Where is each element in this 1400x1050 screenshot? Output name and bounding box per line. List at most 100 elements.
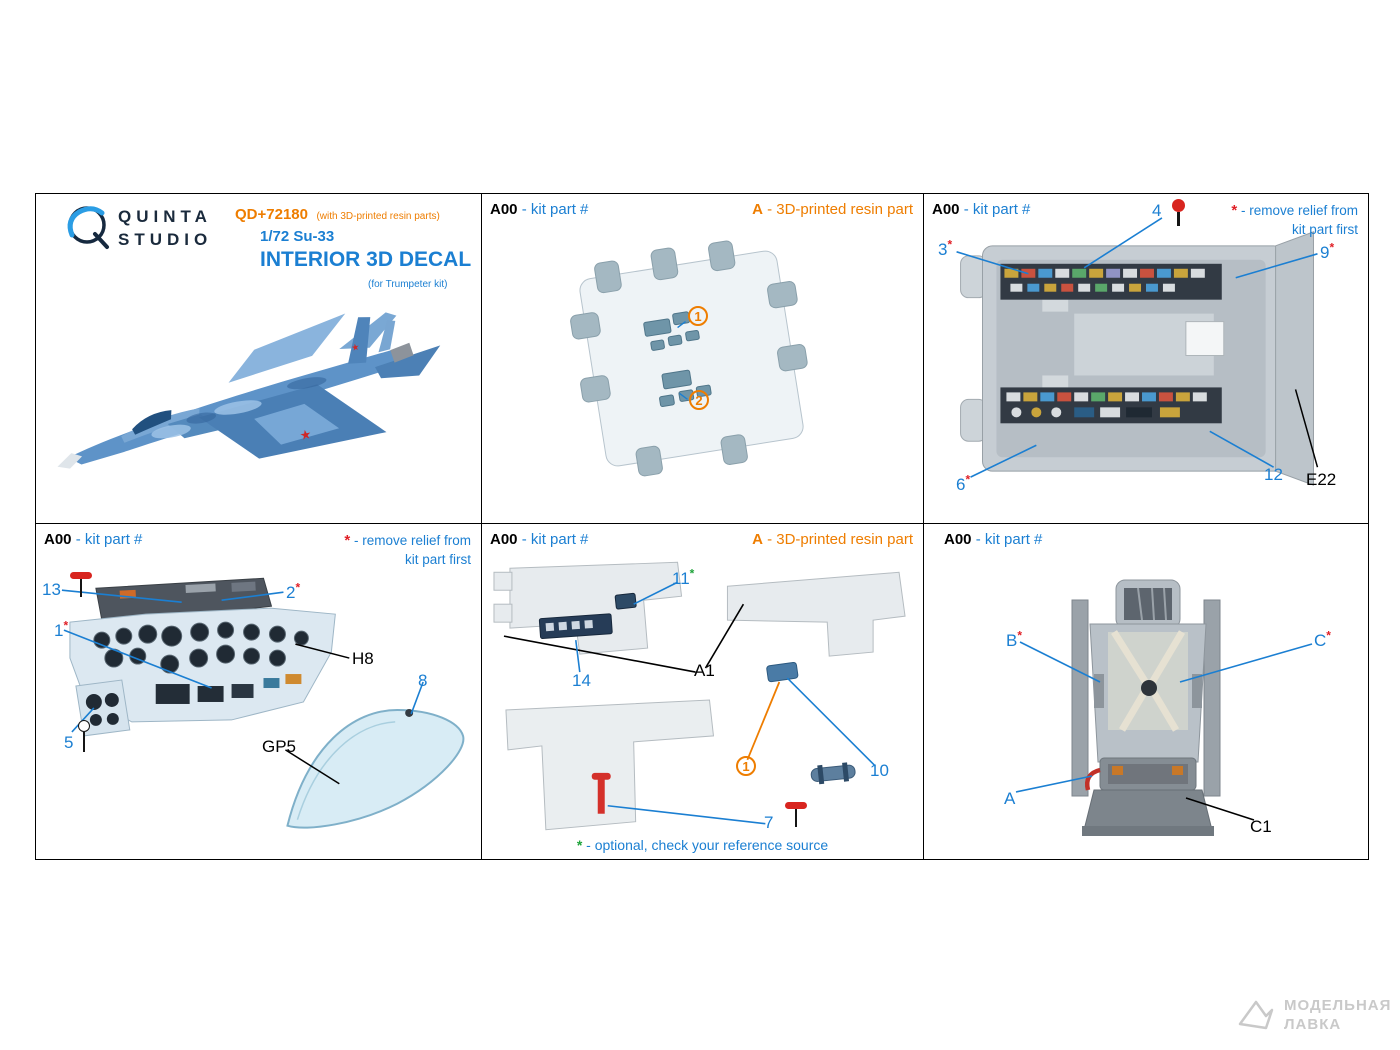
red-t-head bbox=[70, 572, 92, 579]
callout-1: 1 bbox=[688, 306, 708, 326]
remove-note-line1: * - remove relief from bbox=[344, 531, 471, 551]
svg-text:★: ★ bbox=[350, 342, 360, 353]
panel-grid: QUINTA STUDIO QD+72180 (with 3D-printed … bbox=[35, 193, 1369, 860]
kit-note: (for Trumpeter kit) bbox=[368, 279, 448, 290]
pin-stick bbox=[79, 579, 83, 597]
red-t-head bbox=[785, 802, 807, 809]
panel-decal-sprue: A00 - kit part # A - 3D-printed resin pa… bbox=[482, 194, 924, 524]
kit-part-text: - kit part # bbox=[521, 201, 589, 218]
callout-1-label: 1 bbox=[742, 758, 750, 774]
kit-part-legend: A00 - kit part # bbox=[490, 201, 588, 218]
kit-part-text: - kit part # bbox=[75, 531, 143, 548]
panel-ejection-seat: A00 - kit part # bbox=[924, 524, 1368, 859]
instrument-panel-drawing bbox=[61, 577, 465, 829]
callout-10: 10 bbox=[870, 762, 889, 779]
callout-9-star: * bbox=[1329, 240, 1335, 255]
resin-text: - 3D-printed resin part bbox=[767, 531, 913, 548]
callout-9: 9* bbox=[1320, 241, 1334, 261]
kit-part-code: A00 bbox=[944, 531, 972, 548]
callout-1-label: 1 bbox=[54, 621, 64, 640]
optional-note: * - optional, check your reference sourc… bbox=[482, 837, 923, 853]
resin-code: A bbox=[752, 531, 763, 548]
callout-c-star: * bbox=[1326, 628, 1331, 643]
white-ball-pin-icon bbox=[78, 720, 90, 752]
callout-13: 13 bbox=[42, 581, 61, 598]
panel-title-block: QUINTA STUDIO QD+72180 (with 3D-printed … bbox=[36, 194, 482, 524]
detail-parts-drawing bbox=[493, 561, 906, 831]
red-t-handle-icon bbox=[70, 572, 92, 597]
kit-part-legend: A00 - kit part # bbox=[932, 201, 1030, 218]
watermark-text: МОДЕЛЬНАЯ ЛАВКА bbox=[1284, 997, 1391, 1035]
callout-6-label: 6 bbox=[956, 475, 966, 494]
callout-c: C* bbox=[1314, 629, 1331, 650]
kit-ref-e22: E22 bbox=[1306, 470, 1337, 489]
white-ball-head bbox=[78, 720, 90, 732]
callout-10-label: 10 bbox=[870, 761, 889, 780]
decal-sprue-drawing bbox=[570, 240, 808, 477]
brand-name-top: QUINTA bbox=[118, 207, 212, 226]
callout-a-label: A bbox=[1004, 789, 1016, 808]
remove-note-star: * bbox=[1231, 202, 1238, 219]
kit-ref-c1: C1 bbox=[1250, 817, 1272, 836]
callout-2: 2* bbox=[286, 581, 300, 602]
red-t-handle-icon bbox=[785, 802, 807, 827]
callout-b-label: B bbox=[1006, 631, 1018, 650]
remove-note-text2: kit part first bbox=[404, 551, 471, 567]
callout-c-label: C bbox=[1314, 631, 1327, 650]
product-code: QD+72180 bbox=[235, 206, 308, 223]
product-note: (with 3D-printed resin parts) bbox=[316, 211, 440, 222]
callout-11-label: 11 bbox=[672, 569, 690, 588]
kit-part-code: A00 bbox=[932, 201, 960, 218]
remove-note-text2: kit part first bbox=[1291, 221, 1358, 237]
panel-instrument-panel: A00 - kit part # * - remove relief from … bbox=[36, 524, 482, 859]
su33-aircraft-photo: ★ ★ bbox=[57, 312, 441, 469]
callout-7: 7 bbox=[764, 814, 773, 831]
callout-3-star: * bbox=[947, 237, 953, 252]
remove-note-star: * bbox=[344, 532, 351, 549]
callout-2-star: * bbox=[295, 580, 301, 595]
watermark-line2: ЛАВКА bbox=[1284, 1016, 1342, 1033]
panel-cockpit-tub: A00 - kit part # 4 * - remove relief fro… bbox=[924, 194, 1368, 524]
callout-12: 12 bbox=[1264, 466, 1283, 483]
callout-11-star: * bbox=[689, 566, 695, 581]
callout-4-label: 4 bbox=[1152, 201, 1162, 220]
kit-part-text: - kit part # bbox=[521, 531, 589, 548]
remove-note-text1: - remove relief from bbox=[353, 533, 471, 548]
callout-6-star: * bbox=[965, 472, 971, 487]
kit-part-legend: A00 - kit part # bbox=[490, 531, 588, 548]
optional-note-star: * bbox=[576, 837, 583, 853]
kit-part-code: A00 bbox=[490, 531, 518, 548]
panel-detail-parts: A00 - kit part # A - 3D-printed resin pa… bbox=[482, 524, 924, 859]
callout-1: 1* bbox=[54, 619, 68, 640]
remove-relief-note: * - remove relief from kit part first bbox=[344, 531, 471, 568]
resin-part-legend: A - 3D-printed resin part bbox=[752, 201, 913, 218]
kit-ref-gp5: GP5 bbox=[262, 737, 297, 756]
callout-5-label: 5 bbox=[64, 733, 74, 752]
pin-stick bbox=[1177, 212, 1180, 226]
callout-13-label: 13 bbox=[42, 580, 61, 599]
pin-stick bbox=[82, 732, 86, 752]
callout-2-label: 2 bbox=[286, 583, 296, 602]
callout-1: 1 bbox=[736, 756, 756, 776]
callout-14: 14 bbox=[572, 672, 591, 689]
quinta-studio-logo-icon bbox=[67, 206, 109, 249]
resin-code: A bbox=[752, 201, 763, 218]
remove-note-text1: - remove relief from bbox=[1240, 203, 1358, 218]
callout-4: 4 bbox=[1152, 202, 1161, 219]
pin-stick bbox=[794, 809, 798, 827]
callout-11: 11* bbox=[672, 567, 694, 588]
kit-part-text: - kit part # bbox=[963, 201, 1031, 218]
brand-name: QUINTA STUDIO bbox=[118, 206, 212, 252]
callout-14-label: 14 bbox=[572, 671, 591, 690]
svg-text:★: ★ bbox=[298, 426, 312, 443]
resin-part-legend: A - 3D-printed resin part bbox=[752, 531, 913, 548]
kit-part-text: - kit part # bbox=[975, 531, 1043, 548]
product-title: INTERIOR 3D DECAL bbox=[260, 248, 472, 271]
cockpit-tub-drawing bbox=[956, 217, 1319, 486]
scale-subject: 1/72 Su-33 bbox=[260, 228, 335, 245]
kit-part-legend: A00 - kit part # bbox=[44, 531, 142, 548]
remove-relief-note: * - remove relief from kit part first bbox=[1231, 201, 1358, 238]
watermark-logo-icon bbox=[1238, 1000, 1274, 1030]
remove-note-line1: * - remove relief from bbox=[1231, 201, 1358, 221]
